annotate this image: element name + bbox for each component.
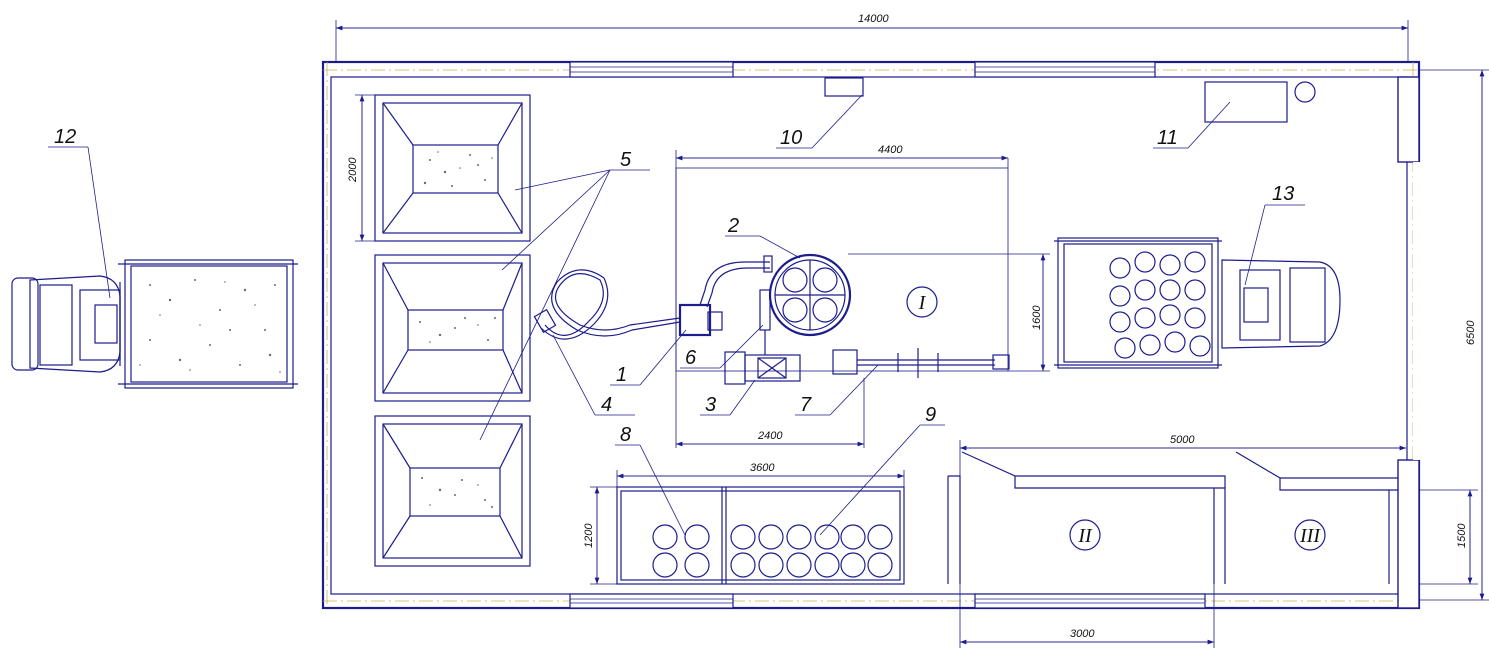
callout-6: 6 [685,347,697,369]
storage-area: 3600 1200 [583,462,905,585]
callout-10: 10 [780,127,802,149]
storage-8-sacks [652,524,710,578]
machine-2 [768,253,852,337]
dimension-overall-width: 6500 [1419,69,1489,601]
callout-7: 7 [800,394,812,416]
work-zone-length-label: 4400 [878,144,903,156]
zone-2-label: II [1077,525,1093,547]
dimension-bin-height: 2000 [347,94,375,242]
storage-width-label: 1200 [583,523,595,548]
work-zone-1: 4400 1600 2400 I [675,144,1050,448]
bin-1 [374,94,531,242]
overall-width-label: 6500 [1465,320,1477,345]
hose-assembly [533,255,773,340]
work-zone-width-label: 1600 [1031,305,1043,330]
callout-2: 2 [727,215,739,237]
window-top-1 [569,61,734,78]
dryer-length-label: 5000 [1170,434,1195,446]
unit-6 [759,289,771,355]
zone-3-label: III [1299,525,1321,547]
building-walls [321,60,1421,610]
bin-3 [374,415,531,567]
callout-12: 12 [54,126,76,148]
truck-12 [11,259,298,389]
window-bottom-1 [569,593,734,609]
callout-3: 3 [705,394,716,416]
bin-2 [374,254,531,402]
storage-9-sacks [730,524,893,578]
truck-13 [1054,237,1341,369]
callout-8: 8 [620,424,631,446]
conveyor-7 [832,348,1010,378]
item-11-table [1204,81,1316,123]
storage-length-label: 3600 [750,462,775,474]
machine-length-label: 2400 [757,430,783,442]
callout-4: 4 [601,394,612,416]
truck-13-sacks [1109,251,1211,359]
callout-5: 5 [620,149,632,171]
overall-length-label: 14000 [858,13,889,25]
unit-3 [724,351,801,385]
dryer-zones: II III 5000 1500 3000 [947,434,1478,648]
gate-width-label: 3000 [1070,628,1095,640]
zone-1-label: I [918,292,927,314]
callout-11: 11 [1157,127,1178,149]
window-top-2 [974,61,1156,78]
callout-leaders [48,94,1305,536]
dryer-width-label: 1500 [1456,523,1468,548]
callout-13: 13 [1272,183,1294,205]
callout-9: 9 [925,404,936,426]
window-bottom-2 [974,593,1206,609]
dimension-overall-length: 14000 [335,13,1409,62]
bin-height-label: 2000 [347,157,359,183]
callout-1: 1 [616,364,627,386]
item-10-box [824,77,864,97]
